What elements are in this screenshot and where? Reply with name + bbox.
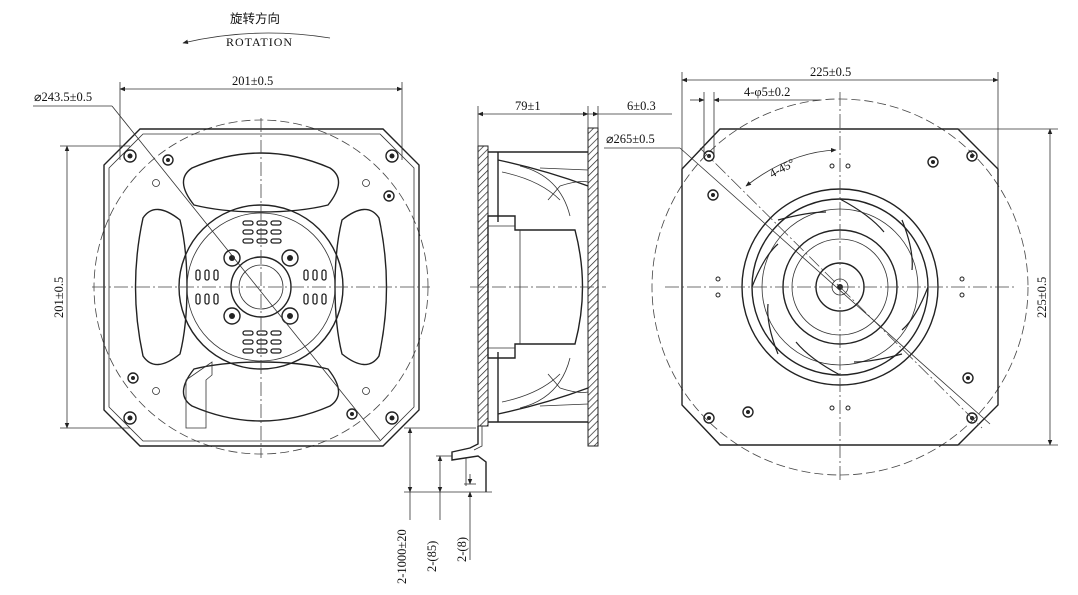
rotation-label-cn: 旋转方向 — [230, 11, 280, 26]
front-window-left — [134, 208, 188, 366]
front-height-label: 201±0.5 — [52, 277, 66, 318]
hub-bolts — [223, 249, 299, 325]
side-diameter-label: ⌀265±0.5 — [606, 132, 655, 146]
side-flange-label: 6±0.3 — [627, 99, 656, 113]
side-back-plate — [477, 145, 489, 427]
rear-width-label: 225±0.5 — [810, 65, 851, 79]
front-diameter-label: ⌀243.5±0.5 — [34, 90, 92, 104]
front-width-label: 201±0.5 — [232, 74, 273, 88]
rear-view: 4-45° 225±0.5 4-φ5±0.2 225±0.5 — [651, 65, 1058, 480]
rear-holes-label: 4-φ5±0.2 — [744, 85, 790, 99]
rear-small-holes — [715, 163, 965, 411]
angle-arc — [745, 147, 837, 187]
front-diameter-leader — [111, 105, 381, 441]
front-window-right — [334, 208, 388, 366]
front-mounting-holes — [123, 149, 399, 425]
front-view: ⌀243.5±0.5 201±0.5 201±0.5 — [33, 74, 430, 458]
rotation-label-en: ROTATION — [226, 35, 293, 49]
side-depth-label: 79±1 — [515, 99, 541, 113]
cooling-slots — [195, 220, 327, 354]
front-window-bottom — [182, 361, 340, 422]
rotation-arrow-icon — [182, 32, 331, 45]
side-view: 79±1 6±0.3 ⌀265±0.5 2-1000±20 2-(85) 2-(… — [395, 99, 680, 584]
side-motor — [487, 215, 584, 359]
strip-85-label: 2-(85) — [425, 541, 439, 572]
front-window-top — [182, 152, 340, 213]
front-housing — [103, 128, 420, 447]
strip-8-label: 2-(8) — [455, 537, 469, 562]
rear-height-label: 225±0.5 — [1035, 277, 1049, 318]
rotation-indicator: 旋转方向 ROTATION — [182, 11, 331, 49]
impeller-blades — [751, 198, 929, 376]
rear-diameter-leader — [679, 147, 991, 425]
lead-length-label: 2-1000±20 — [395, 529, 409, 584]
